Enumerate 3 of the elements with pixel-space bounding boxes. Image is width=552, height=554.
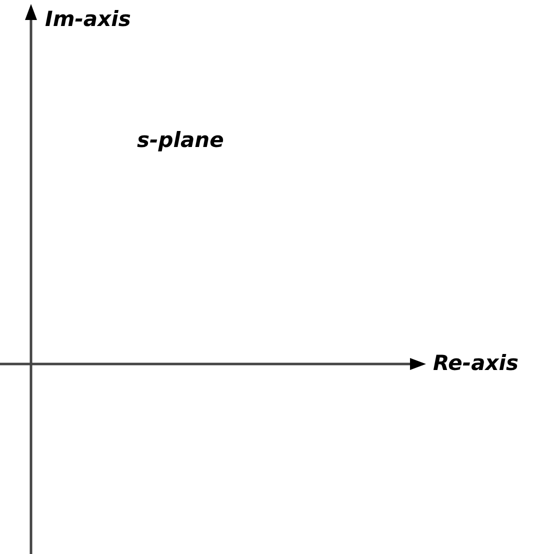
axis-label: Im-axis — [45, 6, 131, 32]
plane-label: s-plane — [137, 127, 224, 153]
axis-label: Re-axis — [433, 350, 518, 376]
